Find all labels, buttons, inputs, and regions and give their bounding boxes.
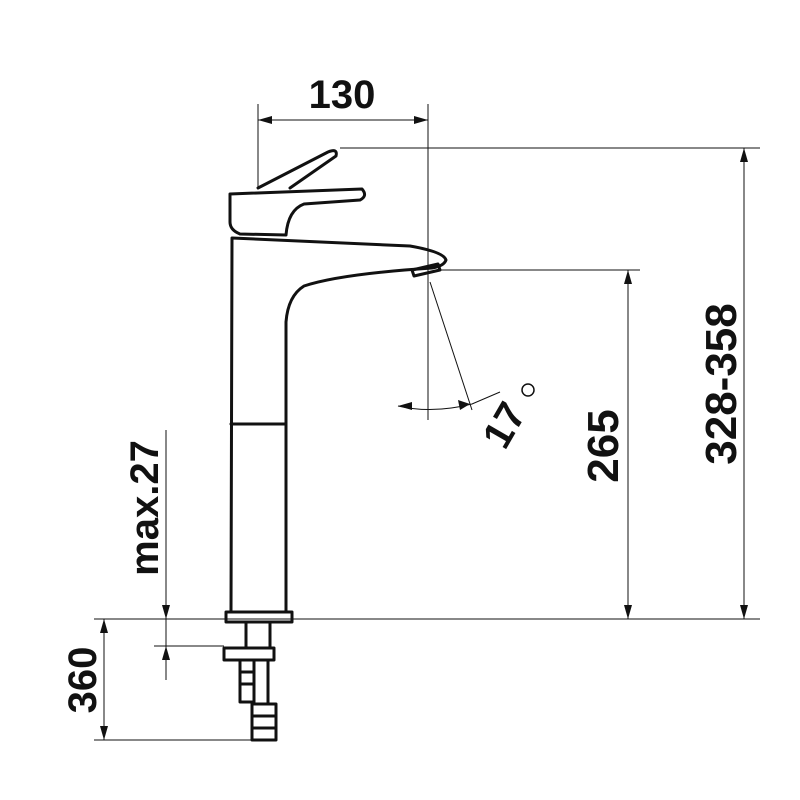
mounting-nut (222, 646, 276, 662)
dimension-labels: 130 328-358 265 max.27 360 17 (61, 73, 746, 713)
dim-total-height: 328-358 (697, 303, 746, 464)
degree-symbol (521, 383, 535, 397)
handle-cap (228, 187, 367, 237)
dim-spout-reach: 130 (309, 73, 376, 117)
mounting-rod (244, 620, 272, 650)
dim-spout-angle: 17 (475, 395, 535, 456)
threaded-stud (238, 658, 256, 704)
dim-spout-height: 265 (579, 409, 628, 482)
dimension-lines (94, 104, 760, 741)
spout (229, 236, 448, 614)
supply-hose (252, 658, 270, 706)
aerator (410, 262, 442, 278)
lever-handle (256, 149, 338, 190)
fixing-set (222, 620, 278, 742)
faucet-outline (224, 149, 448, 624)
dim-connection-length: 360 (61, 647, 105, 714)
dim-max-counter-thickness: max.27 (123, 440, 167, 576)
hose-fitting (250, 702, 278, 742)
